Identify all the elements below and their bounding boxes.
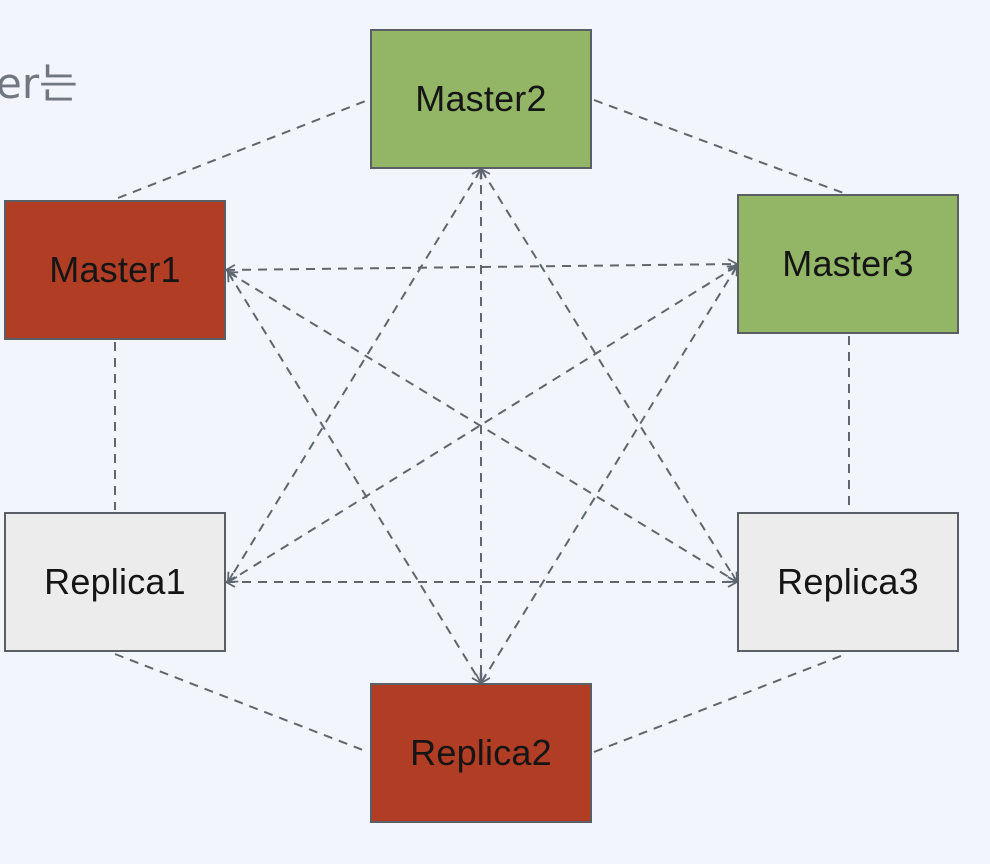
edge-replica1-replica2	[114, 653, 369, 753]
edge-master1-replica3	[226, 271, 739, 583]
master2-label: Master2	[415, 78, 547, 119]
replica3-label: Replica3	[777, 561, 919, 602]
replica2-label: Replica2	[410, 732, 552, 773]
edge-replica2-replica3	[593, 653, 847, 753]
edge-master1-master2	[117, 99, 369, 199]
master1-node[interactable]: Master1	[4, 200, 226, 340]
edge-master2-replica3	[480, 167, 738, 584]
replica2-node[interactable]: Replica2	[370, 683, 592, 823]
replica1-label: Replica1	[44, 561, 186, 602]
master3-node[interactable]: Master3	[737, 194, 959, 334]
edge-master3-replica1	[226, 265, 739, 583]
master2-node[interactable]: Master2	[370, 29, 592, 169]
replica1-node[interactable]: Replica1	[4, 512, 226, 652]
edge-master2-replica1	[227, 167, 482, 584]
master1-label: Master1	[49, 249, 181, 290]
edge-master1-replica2	[227, 270, 482, 685]
slide-heading-fragment: er는	[0, 59, 78, 108]
edge-master3-replica2	[480, 264, 738, 685]
replica3-node[interactable]: Replica3	[737, 512, 959, 652]
edge-master2-master3	[593, 99, 847, 195]
master3-label: Master3	[782, 243, 914, 284]
